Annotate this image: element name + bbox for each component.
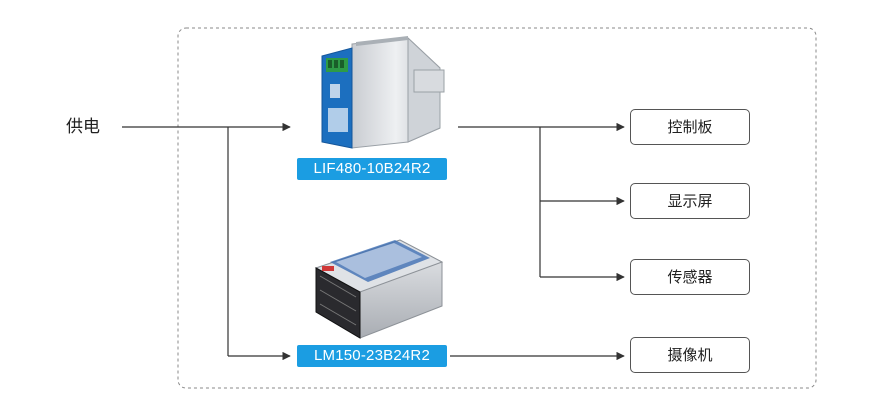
output-box-camera: 摄像机 [630, 337, 750, 373]
system-frame [177, 27, 817, 389]
power-input-label: 供电 [66, 117, 100, 137]
model-label-lm150: LM150-23B24R2 [297, 345, 447, 367]
output-box-control-board: 控制板 [630, 109, 750, 145]
model-label-lif480: LIF480-10B24R2 [297, 158, 447, 180]
enclosed-power-supply-photo [314, 239, 444, 339]
din-rail-power-supply-photo [321, 36, 445, 149]
input-connector [122, 122, 291, 361]
output-box-display: 显示屏 [630, 183, 750, 219]
output-box-sensor: 传感器 [630, 259, 750, 295]
supply-1-connectors [458, 122, 625, 282]
